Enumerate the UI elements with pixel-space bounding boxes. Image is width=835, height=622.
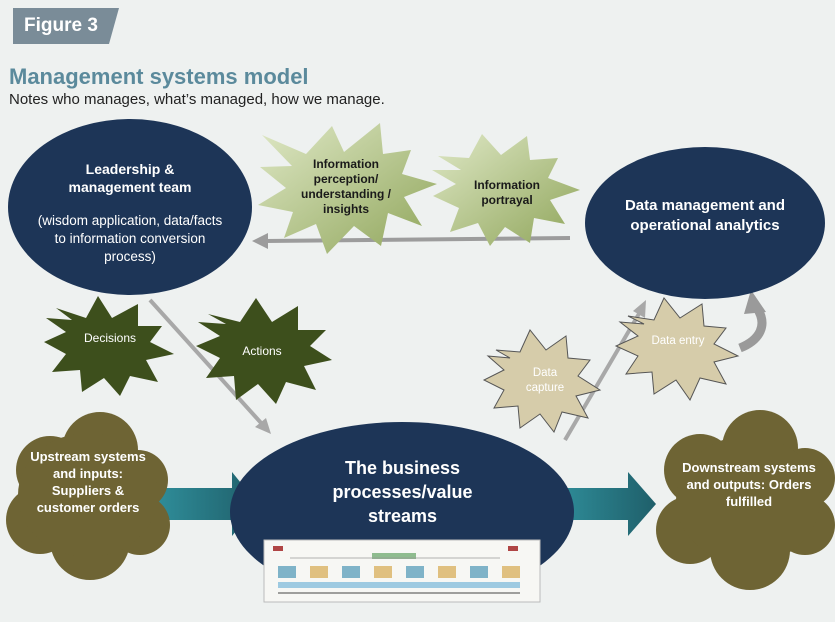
information-portrayal-label: Information portrayal (474, 178, 540, 207)
data-entry-label: Data entry (651, 335, 705, 347)
downstream-cloud (656, 410, 835, 590)
burst-actions (196, 298, 332, 404)
diagram-title: Management systems model (9, 64, 309, 89)
leadership-ellipse (8, 119, 252, 295)
burst-information-perception (258, 123, 437, 254)
leadership-heading: Leadership & management team (68, 161, 192, 195)
leadership-detail: (wisdom application, data/facts to infor… (37, 213, 223, 264)
burst-decisions (44, 296, 174, 396)
arrow-data-to-leadership (252, 233, 571, 249)
arrow-business-to-data (563, 300, 646, 442)
upstream-cloud (6, 412, 170, 580)
upstream-label: Upstream systems and inputs: Suppliers &… (30, 449, 146, 515)
business-processes-label: The business processes/value streams (332, 458, 473, 526)
arrow-business-to-downstream (558, 472, 656, 536)
data-capture-label: Data capture (525, 367, 565, 394)
actions-label: Actions (242, 344, 282, 358)
process-map-thumbnail (263, 539, 541, 603)
arrow-leadership-to-business (148, 298, 271, 434)
burst-data-entry (614, 297, 740, 402)
burst-data-capture (482, 329, 602, 433)
figure-tag: Figure 3 (24, 15, 98, 36)
burst-information-portrayal (432, 134, 580, 246)
information-perception-label: Information perception/ understanding / … (301, 157, 391, 216)
decisions-label: Decisions (83, 331, 137, 345)
data-management-label: Data management and operational analytic… (624, 197, 786, 234)
arrow-data-entry-curved (738, 290, 767, 353)
data-management-ellipse (585, 147, 825, 299)
diagram-subtitle: Notes who manages, what’s managed, how w… (9, 91, 385, 108)
figure-tag-shape (13, 8, 119, 44)
downstream-label: Downstream systems and outputs: Orders f… (682, 460, 816, 509)
